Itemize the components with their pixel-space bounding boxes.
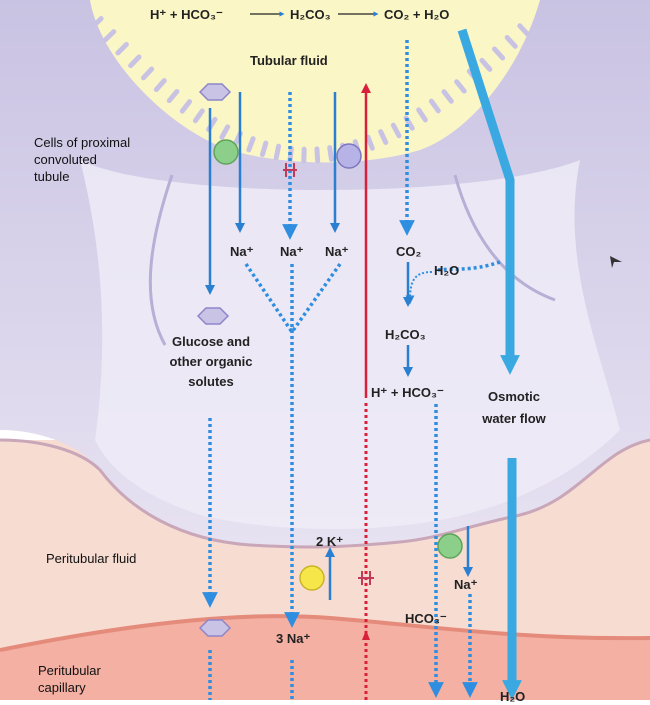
three-na-label: 3 Na⁺ (276, 630, 310, 647)
tubular-fluid-label: Tubular fluid (250, 52, 328, 69)
cells-pct-label: Cells of proximal convoluted tubule (34, 134, 134, 185)
h-hco3-label: H⁺ + HCO₃⁻ (371, 384, 444, 401)
microvillus (317, 149, 318, 161)
h2co3-label: H₂CO₃ (385, 326, 426, 343)
lumen-reaction-reactants: H⁺ + HCO₃⁻ (150, 6, 223, 23)
lumen-reaction-products: CO₂ + H₂O (384, 6, 449, 23)
cotransporter-circle-icon (438, 534, 462, 558)
na-k-pump-circle-icon (300, 566, 324, 590)
h2o-label: H₂O (434, 262, 459, 279)
two-k-label: 2 K⁺ (316, 533, 343, 550)
peritubular-fluid-label: Peritubular fluid (46, 550, 156, 567)
osmotic-water-flow-label: Osmotic water flow (476, 386, 552, 430)
microvillus (262, 143, 265, 155)
basal-na-label: Na⁺ (454, 576, 477, 593)
antiporter-circle-icon (337, 144, 361, 168)
bottom-h2o-label: H₂O (500, 688, 525, 705)
co2-label: CO₂ (396, 243, 421, 260)
lumen-reaction-carbonic-acid: H₂CO₃ (290, 6, 331, 23)
basal-hco3-label: HCO₃⁻ (405, 610, 447, 627)
na-label-1: Na⁺ (230, 243, 253, 260)
microvillus (330, 148, 332, 160)
microvillus (276, 146, 278, 158)
na-label-2: Na⁺ (280, 243, 303, 260)
na-label-3: Na⁺ (325, 243, 348, 260)
peritubular-capillary-label: Peritubular capillary (38, 662, 148, 696)
glucose-label: Glucose and other organic solutes (166, 332, 256, 392)
cotransporter-circle-icon (214, 140, 238, 164)
